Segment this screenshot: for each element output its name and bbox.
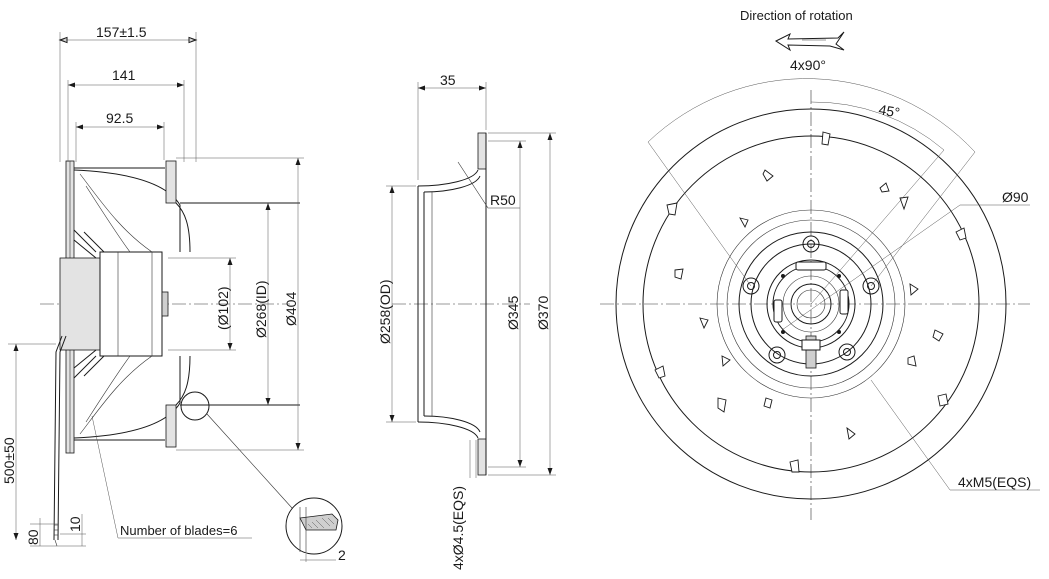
front-view: 4x90° 45° Ø90 4xM5(EQS) Direction of rot…: [600, 8, 1040, 520]
dim-d90: Ø90: [1002, 189, 1029, 205]
dim-141: 141: [112, 67, 136, 83]
rotation-arrow-icon: [774, 31, 845, 52]
dim-d258: Ø258(OD): [377, 279, 393, 344]
blades-note: Number of blades=6: [120, 523, 237, 538]
dim-80: 80: [25, 529, 41, 545]
angle-4x90: 4x90°: [790, 57, 826, 73]
dim-35: 35: [440, 72, 456, 88]
blade-slots: [654, 131, 967, 473]
dim-d345: Ø345: [505, 296, 521, 330]
dim-d102: (Ø102): [215, 286, 231, 330]
thread-note: 4xM5(EQS): [958, 474, 1031, 490]
dim-d268: Ø268(ID): [253, 280, 269, 338]
angle-45: 45°: [877, 101, 901, 120]
dim-d370: Ø370: [535, 296, 551, 330]
side-view: 157±1.5 141 92.5 (Ø102) Ø268(ID) Ø404 50…: [1, 24, 346, 563]
dim-500: 500±50: [1, 437, 17, 484]
dim-10: 10: [67, 516, 83, 532]
detail-dim-2: 2: [338, 547, 346, 563]
dim-d404: Ø404: [283, 292, 299, 326]
dim-92-5: 92.5: [106, 110, 133, 126]
dim-157: 157±1.5: [96, 24, 147, 40]
rotation-label: Direction of rotation: [740, 8, 853, 23]
dim-r50: R50: [490, 192, 516, 208]
inlet-ring-view: 35 R50 Ø258(OD) Ø345 Ø370 4xØ4.5(EQS): [377, 72, 556, 570]
holes-note: 4xØ4.5(EQS): [450, 486, 466, 570]
